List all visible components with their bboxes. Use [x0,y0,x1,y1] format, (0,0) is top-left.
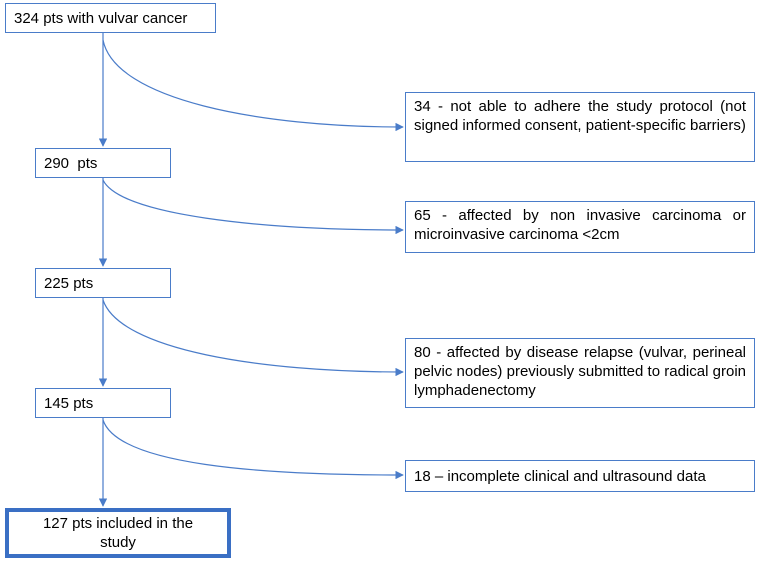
step-box-4: 145 pts [35,388,171,418]
step-box-3: 225 pts [35,268,171,298]
exclusion-box-2: 65 - affected by non invasive carcinoma … [405,201,755,253]
exclusion-box-3: 80 - affected by disease relapse (vulvar… [405,338,755,408]
step-label: 324 pts with vulvar cancer [14,9,188,27]
arrow-exclusion-4 [102,419,404,480]
step-label: 145 pts [44,394,94,412]
final-box-included: 127 pts included in the study [5,508,231,558]
arrow-exclusion-2 [102,179,404,235]
step-box-initial: 324 pts with vulvar cancer [5,3,216,33]
arrow-exclusion-1 [102,39,404,132]
step-label: 290 pts [44,154,98,172]
exclusion-text: 65 - affected by non invasive carcinoma … [414,207,746,243]
step-label: 225 pts [44,274,94,292]
final-label: 127 pts included in the study [42,515,194,551]
exclusion-text: 34 - not able to adhere the study protoc… [414,98,746,134]
exclusion-text: 18 – incomplete clinical and ultrasound … [414,467,706,485]
step-box-2: 290 pts [35,148,171,178]
exclusion-box-1: 34 - not able to adhere the study protoc… [405,92,755,162]
exclusion-box-4: 18 – incomplete clinical and ultrasound … [405,460,755,492]
exclusion-text: 80 - affected by disease relapse (vulvar… [414,344,746,399]
arrow-exclusion-3 [102,299,404,377]
